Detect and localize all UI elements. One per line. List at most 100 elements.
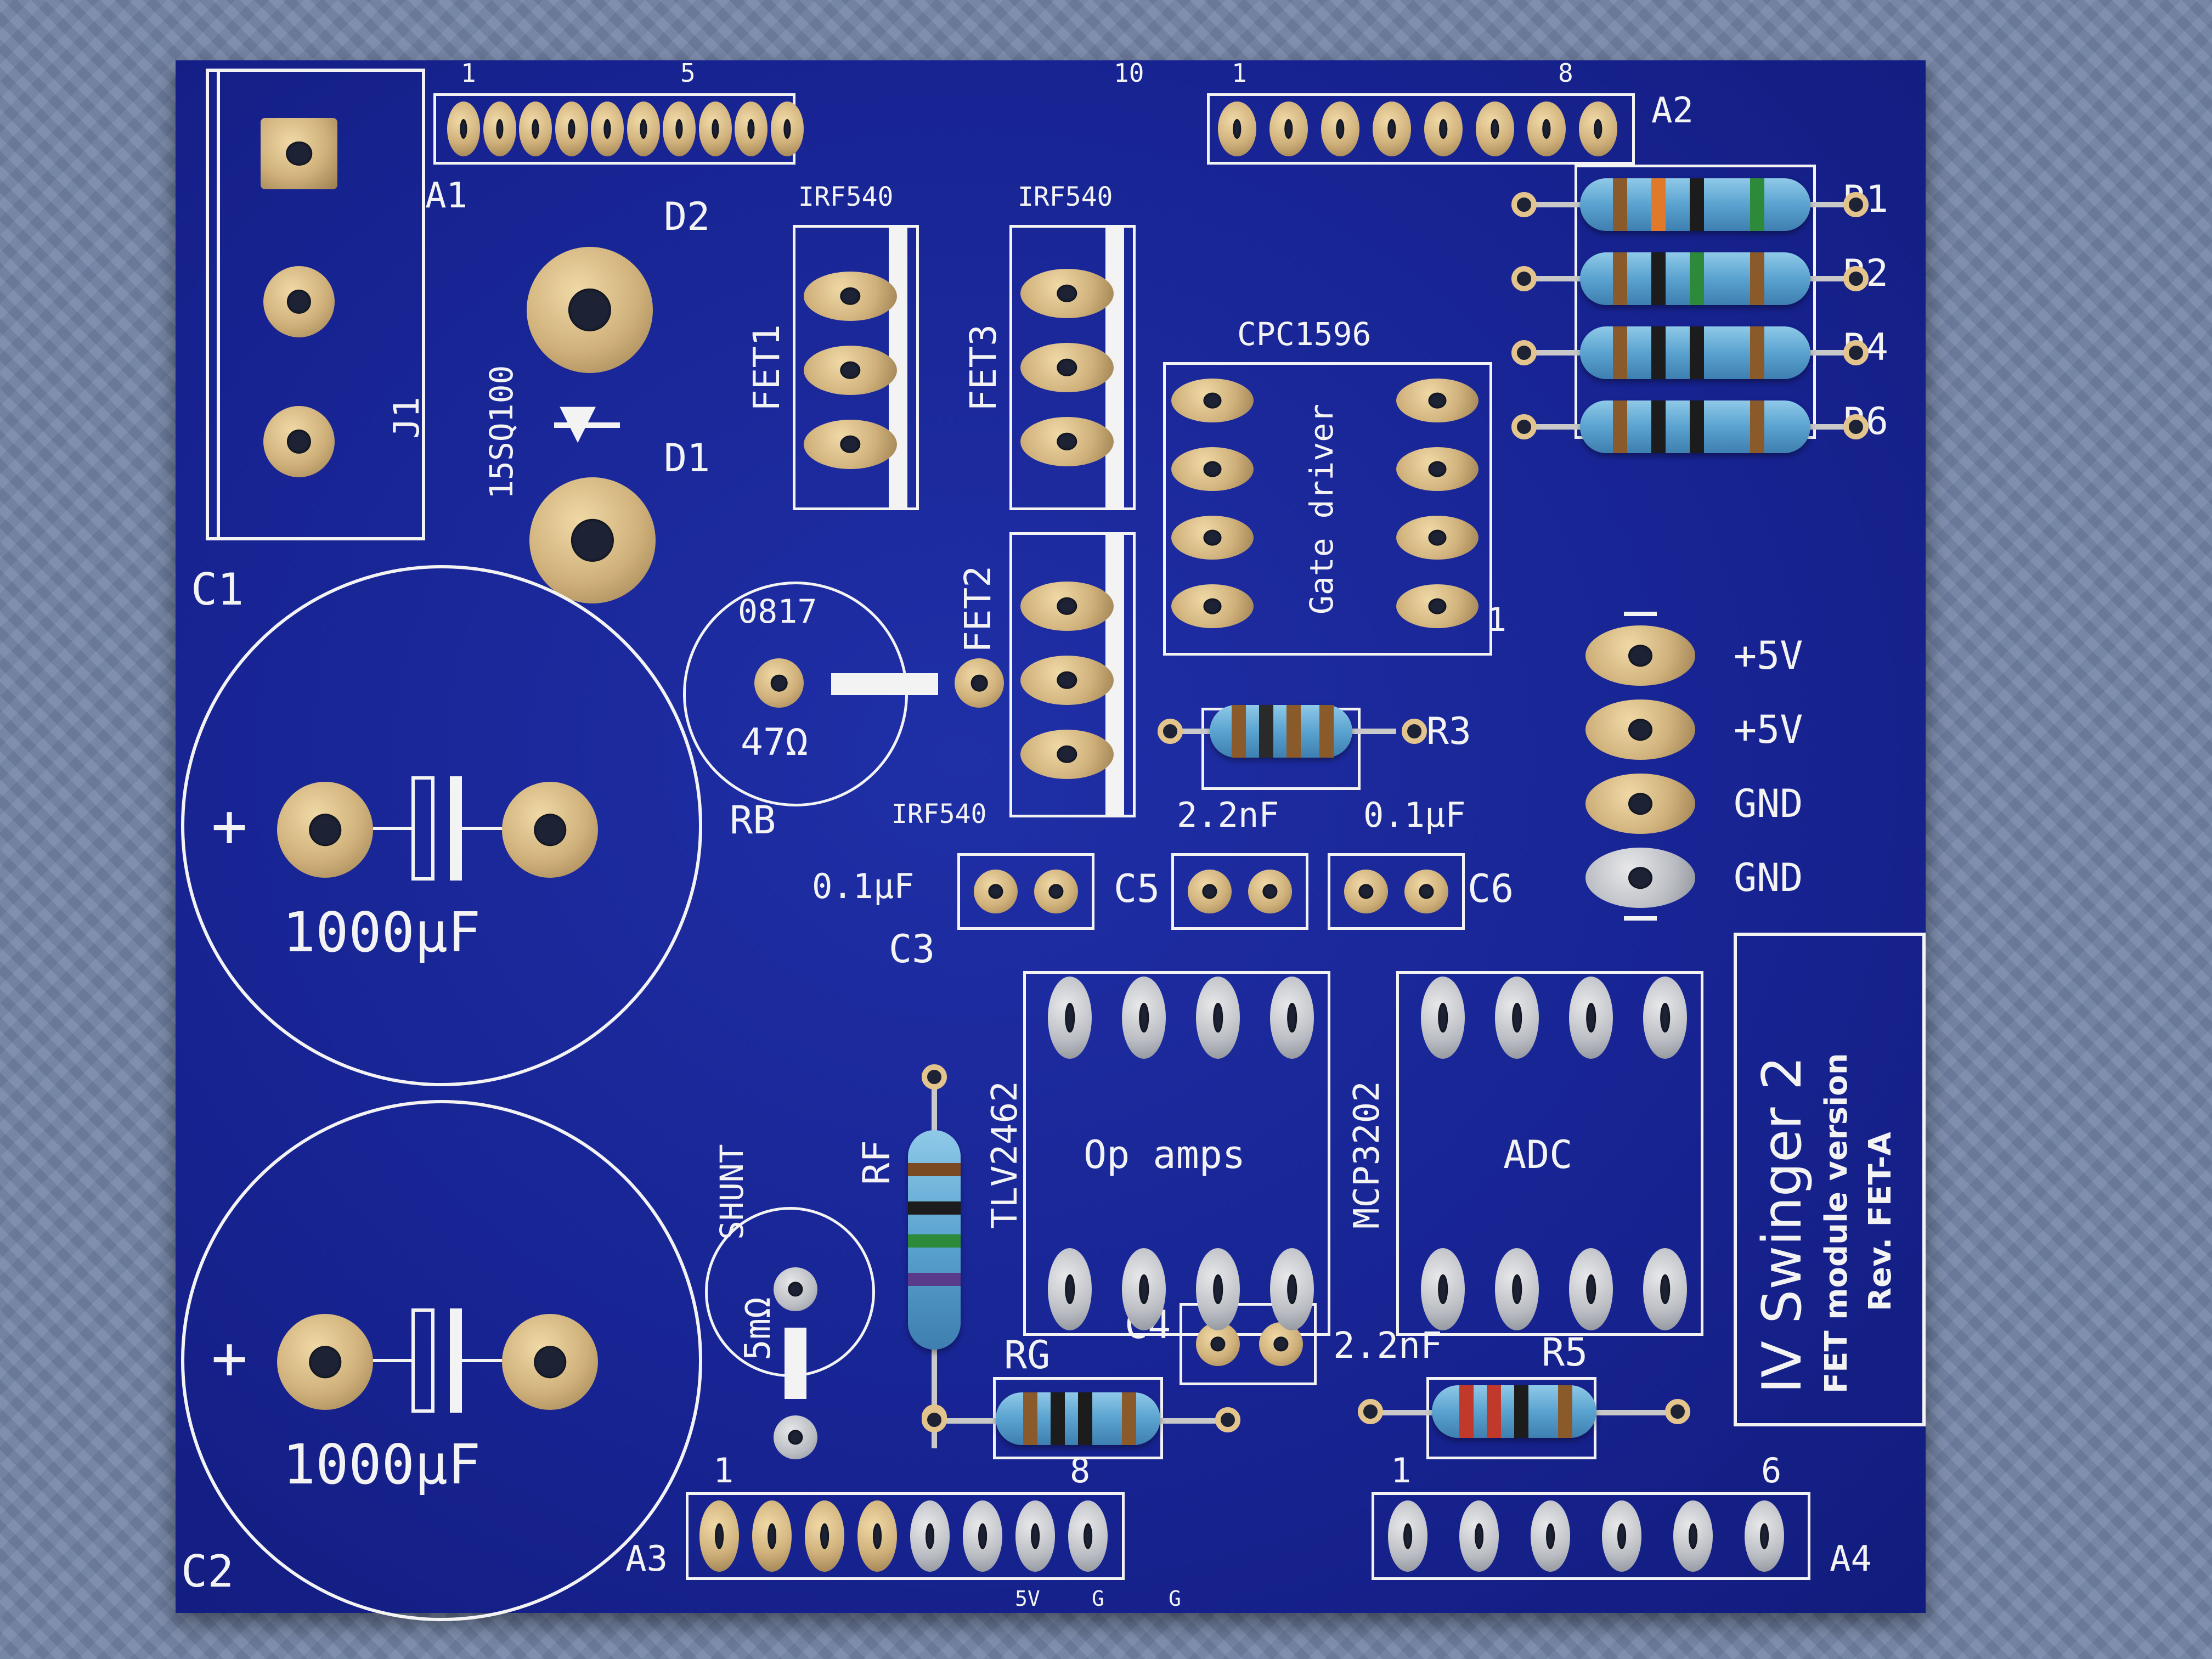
gate-driver-pin [1396, 516, 1479, 560]
fet3-pad-3 [1020, 417, 1114, 466]
fet3-pad-1 [1020, 269, 1114, 318]
fet1-pad-3 [804, 420, 897, 469]
rg-hole-1 [922, 1407, 947, 1432]
gate-driver-pin [1171, 447, 1254, 491]
fet2-pad-3 [1020, 730, 1114, 779]
header-a3-5v: 5V [1015, 1587, 1040, 1611]
adc-pin [1421, 1248, 1465, 1330]
opamp-pin [1048, 1248, 1092, 1330]
title-rev: Rev. FET-A [1863, 1132, 1898, 1311]
fet1-label: FET1 [746, 324, 788, 411]
adc-pin [1643, 1248, 1687, 1330]
resistor-stack-hole [1511, 340, 1537, 365]
adc-part: MCP3202 [1347, 1081, 1387, 1229]
gate-driver-pin [1396, 584, 1479, 628]
j1-pad-1 [261, 118, 337, 189]
header-a3-pin [963, 1500, 1002, 1572]
power-pad-5v-1 [1585, 625, 1695, 686]
c2-symbol-plate-2 [450, 1308, 462, 1413]
gate-driver-pin [1396, 447, 1479, 491]
header-a2-pin [1579, 101, 1617, 156]
c3-pad-2 [1034, 870, 1078, 913]
adc-pin [1569, 1248, 1613, 1330]
fet2-pad-2 [1020, 656, 1114, 705]
c3-value: 0.1µF [812, 866, 915, 906]
power-pad-gnd-1 [1585, 774, 1695, 834]
c3-pad-1 [974, 870, 1018, 913]
power-label-gnd-2: GND [1734, 855, 1803, 900]
r3-resistor [1210, 705, 1352, 758]
header-a3-pin [1068, 1500, 1108, 1572]
adc-outline [1396, 971, 1703, 1336]
fet3-outline [1009, 225, 1136, 510]
fet3-label: FET3 [962, 324, 1005, 411]
resistor-stack-hole [1511, 192, 1537, 217]
c2-pad-1 [277, 1314, 373, 1410]
rg-label: RG [1004, 1333, 1051, 1378]
title-sub: FET module version [1819, 1053, 1854, 1393]
gate-driver-outline [1163, 362, 1492, 656]
shunt-label: SHUNT [713, 1144, 751, 1240]
opamp-pin [1196, 1248, 1240, 1330]
c6-pad-2 [1404, 870, 1448, 913]
header-a2-pin [1424, 101, 1463, 156]
pcb-board: A1 1 5 10 A2 1 8 J1 C1 ▼ D2 D1 15SQ100 I… [176, 58, 1926, 1621]
header-a2-pin [1476, 101, 1514, 156]
c1-symbol-plate-1 [411, 776, 435, 881]
diode-symbol-bar [554, 422, 620, 428]
resistor-stack-resistor [1580, 326, 1810, 379]
c2-label: C2 [181, 1546, 234, 1597]
rb-pad-2 [955, 658, 1004, 708]
gate-driver-pin [1396, 379, 1479, 422]
fet1-pad-1 [804, 272, 897, 321]
fet2-label: FET2 [957, 566, 999, 653]
gate-driver-part: CPC1596 [1237, 315, 1372, 353]
opamp-outline [1023, 971, 1330, 1336]
j1-connector-edge [217, 69, 220, 540]
fet1-outline [793, 225, 919, 510]
opamp-label: Op amps [1084, 1132, 1246, 1177]
header-a4-pin [1602, 1500, 1641, 1572]
header-a2-pin [1321, 101, 1359, 156]
c1-symbol-lead-2 [462, 827, 502, 830]
r5-resistor [1432, 1385, 1596, 1438]
header-a3-pin8: 8 [1070, 1451, 1091, 1491]
j1-pad-2 [263, 266, 335, 337]
header-a1-pin5: 5 [680, 58, 696, 88]
header-a1-label: A1 [425, 176, 468, 216]
c4-outline [1180, 1303, 1317, 1385]
fet3-pad-2 [1020, 343, 1114, 392]
shunt-body [785, 1328, 806, 1399]
rf-hole-1 [922, 1064, 947, 1090]
c5-label: C5 [1114, 866, 1160, 911]
opamp-pin [1196, 977, 1240, 1059]
header-a1-pin [698, 101, 732, 156]
diode-symbol: ▼ [560, 385, 596, 455]
title-name: IV Swinger 2 [1751, 1056, 1814, 1393]
j1-connector-outline [206, 69, 425, 540]
c1-capacitor-outline [181, 565, 702, 1086]
shunt-pad-1 [774, 1267, 817, 1311]
c1-symbol-lead-1 [373, 827, 411, 830]
header-a2-pin [1218, 101, 1256, 156]
c2-capacitor-outline [181, 1100, 702, 1621]
c2-value: 1000µF [283, 1432, 481, 1497]
rg-resistor [996, 1392, 1160, 1445]
rb-label: RB [730, 798, 776, 843]
rb-body [831, 673, 938, 695]
fet2-part: IRF540 [891, 799, 987, 830]
fet2-outline [1009, 532, 1136, 817]
gate-driver-pin1: 1 [1487, 601, 1507, 639]
resistor-stack-resistor [1580, 400, 1810, 453]
c1-pad-1 [277, 782, 373, 878]
adc-label: ADC [1503, 1132, 1573, 1177]
rf-label: RF [855, 1140, 899, 1185]
adc-pin [1643, 977, 1687, 1059]
header-a3-pin [699, 1500, 739, 1572]
power-marker-bottom [1624, 916, 1657, 921]
header-a4-pin [1459, 1500, 1499, 1572]
header-a1-pin [519, 101, 552, 156]
resistor-stack-hole [1843, 192, 1869, 217]
power-label-5v-1: +5V [1734, 633, 1803, 678]
header-a1-pin [663, 101, 696, 156]
